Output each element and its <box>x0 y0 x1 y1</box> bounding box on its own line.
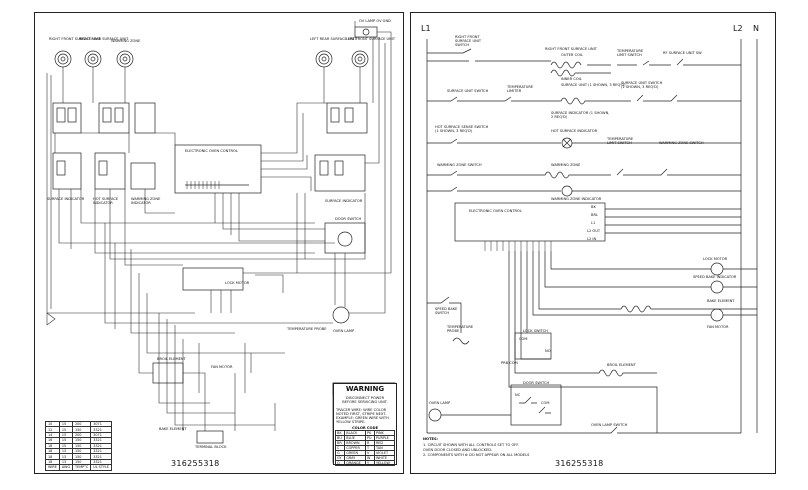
warming-zone-switch-label: WARMING ZONE SWITCH <box>437 163 482 167</box>
left-front-surface-unit-label: LEFT FRONT SURFACE UNIT <box>346 37 396 41</box>
notes-title: NOTES: <box>423 437 438 441</box>
oven-lamp-label: OVEN LAMP <box>429 401 451 405</box>
warning-box: WARNING DISCONNECT POWER BEFORE SERVICIN… <box>333 383 397 466</box>
eoc-term-bk: BK <box>591 205 596 209</box>
temperature-probe-label: TEMPERATURE PROBE <box>287 327 327 331</box>
surface-indicator-label: SURFACE INDICATOR (1 SHOWN, 2 REQ'D) <box>551 111 610 119</box>
color-code-title: COLOR CODE <box>351 426 379 430</box>
fan-motor-label: FAN MOTOR <box>211 365 233 369</box>
prb-com-label: PRB COM <box>501 361 518 365</box>
warning-line-1: DISCONNECT POWER <box>345 396 385 400</box>
warming-zone-label: WARMING ZONE <box>551 163 581 167</box>
lock-com-label: COM <box>519 337 528 341</box>
broil-element-label: BROIL ELEMENT <box>157 357 186 361</box>
lock-no-label: NO <box>545 349 551 353</box>
color-code-cell: ORANGE <box>344 460 367 466</box>
rf-surface-unit-sw-label: RF SURFACE UNIT SW <box>663 51 702 55</box>
surface-indicator-left-label: SURFACE INDICATOR <box>47 197 85 201</box>
gauge-header-temp: TEMP°C <box>71 464 92 471</box>
wiring-diagram-drawing <box>46 21 396 464</box>
temp-limit-switch-3-label: TEMPERATURE LIMIT SWITCH <box>607 137 634 145</box>
eoc-term-l1: L1 <box>591 221 596 225</box>
lock-motor-label: LOCK MOTOR <box>703 257 728 261</box>
wiring-diagram-sheet: RIGHT FRONT SURFACE UNIT RIGHT REAR SURF… <box>34 12 404 474</box>
gauge-header-awg: AWG <box>58 464 73 471</box>
hot-surface-indicator-label: HOT SURFACE INDICATOR <box>93 197 119 205</box>
tracer-note-3: EXAMPLE: GREEN WIRE WITH <box>336 416 389 420</box>
fan-motor-label: FAN MOTOR <box>707 325 729 329</box>
outer-coil-label: OUTER COIL <box>561 53 583 57</box>
surface-unit-shown-label: SURFACE UNIT (1 SHOWN, 3 REQ'D) <box>561 83 626 87</box>
tracer-note-2: NOTED FIRST, STRIPE NEXT. <box>336 412 387 416</box>
color-code-cell: O <box>334 460 346 466</box>
door-switch-label: DOOR SWITCH <box>523 381 550 385</box>
warning-line-2: BEFORE SERVICING UNIT. <box>342 400 388 404</box>
right-rear-surface-unit-label: RIGHT REAR SURFACE UNIT <box>79 37 129 41</box>
eoc-term-brl: BRL <box>591 213 598 217</box>
left-part-number: 316255318 <box>171 459 220 468</box>
tracer-note-4: YELLOW STRIPE. <box>336 420 366 424</box>
color-code-cell: Y <box>365 460 375 466</box>
left-rear-surface-unit-label: LEFT REAR SURFACE UNIT <box>310 37 357 41</box>
gauge-header-wire: WIRE <box>45 464 60 471</box>
l2-label: L2 <box>733 24 743 33</box>
broil-element-label: BROIL ELEMENT <box>607 363 636 367</box>
inner-coil-label: INNER COIL <box>561 77 582 81</box>
lock-motor-label: LOCK MOTOR <box>225 281 250 285</box>
right-front-unit-label: RIGHT FRONT SURFACE UNIT <box>545 47 597 51</box>
eoc-term-l2-out: L2 OUT <box>587 229 601 233</box>
door-switch-label: DOOR SWITCH <box>335 217 362 221</box>
temp-limit-switch-1-label: TEMPERATURE LIMIT SWITCH <box>617 49 644 57</box>
note-1b: OVEN DOOR CLOSED AND UNLOCKED. <box>423 448 493 452</box>
eoc-term-l2-in: L2 IN <box>587 237 597 241</box>
gauge-header-ul: UL STYLE <box>90 464 113 471</box>
oven-lamp-top-label: OV LAMP OV GND <box>359 19 391 23</box>
hot-surface-indicator-label: HOT SURFACE INDICATOR <box>551 129 598 133</box>
terminal-block-label: TERMINAL BLOCK <box>195 445 227 449</box>
warming-zone-switch-2-label: WARMING ZONE SWITCH <box>659 141 704 145</box>
temp-limiter-2-label: TEMPERATURE LIMITER <box>507 85 534 93</box>
warming-zone-indicator-label: WARMING ZONE INDICATOR <box>551 197 602 201</box>
bake-element-label: BAKE ELEMENT <box>159 427 187 431</box>
surface-indicator-right-label: SURFACE INDICATOR <box>325 199 363 203</box>
speed-bake-switch-label: SPEED BAKE SWITCH <box>435 307 458 315</box>
color-code-cell: YELLOW <box>373 460 396 466</box>
note-1: 1. CIRCUIT SHOWN WITH ALL CONTROLS SET T… <box>423 443 520 447</box>
warming-zone-indicator-label: WARMING ZONE INDICATOR <box>131 197 161 205</box>
surface-unit-switch-label: SURFACE UNIT SWITCH <box>447 89 489 93</box>
warming-zone-label: WARMING ZONE <box>111 39 141 43</box>
warning-title: WARNING <box>345 385 385 393</box>
eoc-title: ELECTRONIC OVEN CONTROL <box>469 209 522 213</box>
l1-label: L1 <box>421 24 431 33</box>
hot-surface-switch-label: HOT SURFACE SENSE SWITCH (1 SHOWN, 3 REQ… <box>435 125 489 133</box>
surface-unit-icons <box>54 50 369 68</box>
bake-element-label: BAKE ELEMENT <box>707 299 735 303</box>
schematic-sheet: L1 L2 N RIGHT FRONT SURFACE UNIT SWITCH … <box>410 12 776 474</box>
temperature-probe-label: TEMPERATURE PROBE <box>447 325 474 333</box>
right-part-number: 316255318 <box>555 459 604 468</box>
tracer-note-1: TRACER WIRE: WIRE COLOR <box>336 408 387 412</box>
eoc-title: ELECTRONIC OVEN CONTROL <box>185 149 238 153</box>
right-front-switch-label: RIGHT FRONT SURFACE UNIT SWITCH <box>455 35 482 47</box>
schematic-drawing <box>426 39 758 434</box>
note-2: 2. COMPONENTS WITH ⊗ DO NOT APPEAR ON AL… <box>423 453 530 457</box>
right-front-surface-unit-label: RIGHT FRONT SURFACE UNIT <box>49 37 101 41</box>
door-com-label: COM <box>541 401 550 405</box>
oven-lamp-label: OVEN LAMP <box>333 329 355 333</box>
door-nc-label: NC <box>515 393 521 397</box>
n-label: N <box>753 24 759 33</box>
surface-unit-switch-shown-label: SURFACE UNIT SWITCH (1 SHOWN, 3 REQ'D) <box>621 81 663 89</box>
speed-bake-indicator-label: SPEED BAKE INDICATOR <box>693 275 737 279</box>
oven-lamp-switch-label: OVEN LAMP SWITCH <box>591 423 628 427</box>
lock-switch-label: LOCK SWITCH <box>523 329 548 333</box>
